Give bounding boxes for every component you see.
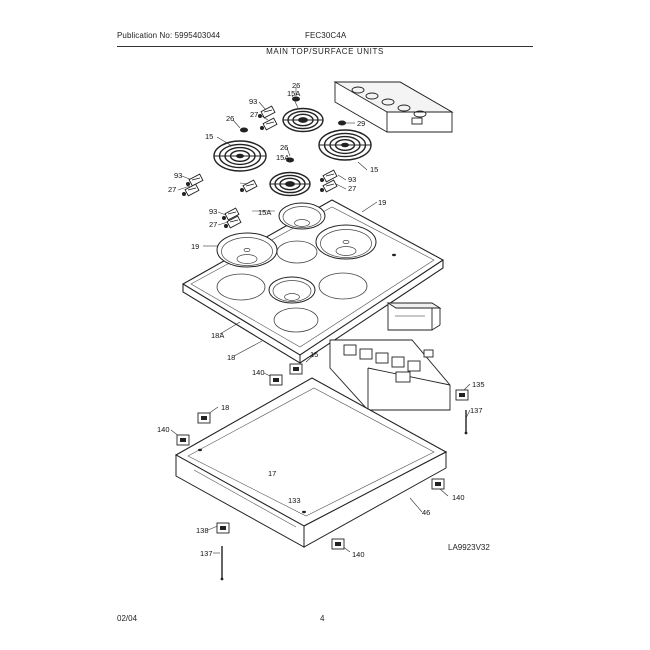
callout-15-bracket: 15 (310, 350, 318, 359)
surface-element-right (318, 129, 372, 161)
element-support (286, 157, 294, 163)
mounting-bracket (197, 412, 211, 424)
surface-element-left (213, 140, 267, 172)
surface-element-back-left (282, 107, 324, 133)
callout-135: 135 (472, 380, 485, 389)
callout-27-top: 27 (250, 110, 258, 119)
drip-pan-front (268, 276, 316, 304)
model-number: FEC30C4A (305, 31, 347, 40)
callout-137-left: 137 (200, 549, 213, 558)
callout-17: 17 (268, 469, 276, 478)
callout-labels: 15 15 15A 15A 15A 26 26 26 29 93 93 93 9… (157, 81, 485, 559)
callout-93-top: 93 (249, 97, 257, 106)
callout-29: 29 (357, 119, 365, 128)
switch-assembly (329, 339, 451, 411)
callout-15-left: 15 (205, 132, 213, 141)
callout-140-right: 140 (452, 493, 465, 502)
page-number: 4 (320, 614, 325, 623)
callout-27-left: 27 (168, 185, 176, 194)
main-top-panel (181, 199, 445, 364)
bracket-clip (431, 478, 445, 490)
terminal-block (239, 179, 258, 193)
callout-27-right: 27 (348, 184, 356, 193)
callout-93-low: 93 (209, 207, 217, 216)
terminal-block (181, 183, 200, 197)
control-housing (333, 81, 454, 133)
callout-140-bottom: 140 (352, 550, 365, 559)
diagram-reference-code: LA9923V32 (448, 543, 490, 552)
callout-15-right: 15 (370, 165, 378, 174)
callout-137-right: 137 (470, 406, 483, 415)
element-support (240, 127, 248, 133)
page-title: MAIN TOP/SURFACE UNITS (266, 47, 384, 56)
callout-133: 133 (288, 496, 301, 505)
callout-26-top: 26 (292, 81, 300, 90)
header-rule (117, 46, 533, 47)
element-support (292, 96, 300, 102)
callout-138: 138 (196, 526, 209, 535)
callout-93-left: 93 (174, 171, 182, 180)
callout-26-left: 26 (226, 114, 234, 123)
callout-19-left: 19 (191, 242, 199, 251)
bracket-clip (331, 538, 345, 550)
bracket-clip (269, 374, 283, 386)
hinge-bracket (216, 522, 230, 534)
terminal-block (259, 117, 278, 131)
callout-93-right: 93 (348, 175, 356, 184)
drip-pan-back (278, 202, 326, 230)
publication-number: Publication No: 5995403044 (117, 31, 221, 40)
callout-140-upper: 140 (252, 368, 265, 377)
callout-26-mid: 26 (280, 143, 288, 152)
callout-19-right: 19 (378, 198, 386, 207)
terminal-block (319, 169, 338, 183)
drip-pan-right (315, 224, 377, 260)
callout-140-left: 140 (157, 425, 170, 434)
drip-pan-left (216, 232, 278, 268)
callout-15A-top: 15A (287, 89, 300, 98)
callout-18-bracket: 18 (221, 403, 229, 412)
element-support (338, 120, 346, 126)
callout-18A: 18A (211, 331, 224, 340)
surface-element-front (269, 171, 311, 197)
mounting-bracket (289, 363, 303, 375)
burner-box-chassis (174, 377, 448, 548)
callout-15A-low: 15A (258, 208, 271, 217)
callout-18-panel: 18 (227, 353, 235, 362)
terminal-block (257, 105, 276, 119)
callout-15A-mid: 15A (276, 153, 289, 162)
callout-46: 46 (422, 508, 430, 517)
control-panel-block (386, 302, 442, 331)
bracket-clip (176, 434, 190, 446)
callout-27-low: 27 (209, 220, 217, 229)
hinge-bracket (455, 389, 469, 401)
footer-date: 02/04 (117, 614, 138, 623)
